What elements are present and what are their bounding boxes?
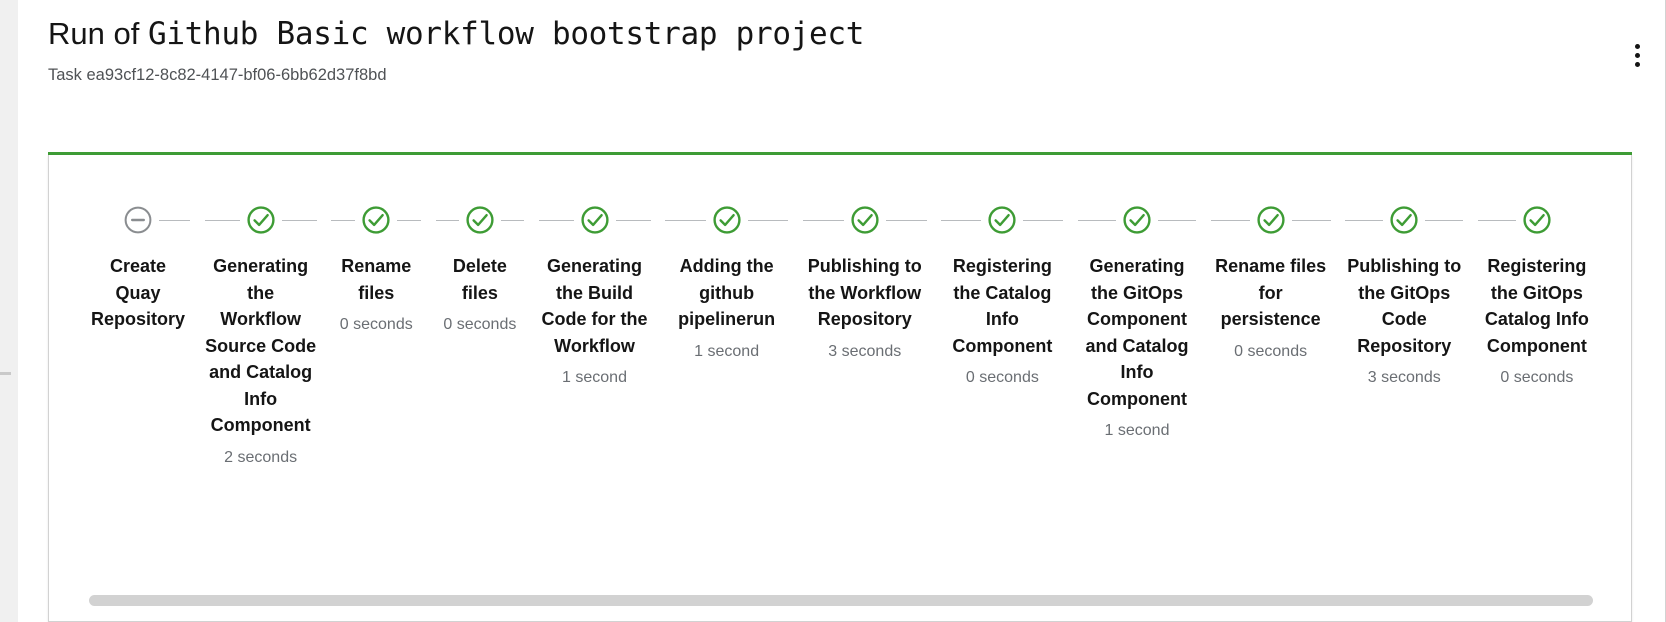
stepper-connector-left: [1345, 220, 1384, 221]
kebab-dot: [1634, 52, 1640, 58]
stepper-step[interactable]: Registering the Catalog Info Component 0 …: [941, 203, 1064, 392]
kebab-vertical-icon[interactable]: [1614, 32, 1660, 78]
stepper-step-duration: 2 seconds: [224, 448, 298, 466]
page-title: Run of Github Basic workflow bootstrap p…: [48, 14, 1608, 54]
horizontal-scrollbar-track[interactable]: [49, 587, 1631, 615]
page-title-prefix: Run of: [48, 16, 148, 51]
stepper-connector-left: [941, 220, 982, 221]
stepper-step-head: [435, 203, 524, 237]
stepper-connector-left: [1477, 220, 1516, 221]
stepper-step-head: [802, 203, 927, 237]
stepper-step-label: Rename files: [341, 256, 412, 303]
stepper-step-label: Generating the Workflow Source Code and …: [205, 256, 317, 435]
check-circle-icon[interactable]: [1254, 204, 1287, 236]
stepper-step-duration: 0 seconds: [1234, 342, 1308, 360]
stepper-step[interactable]: Rename files for persistence 0 seconds: [1210, 203, 1331, 365]
workflow-progress-card: Create Quay Repository Generating the Wor…: [48, 155, 1632, 622]
stepper-step-duration: 0 seconds: [339, 316, 413, 333]
left-gutter-strip: [0, 0, 18, 622]
stepper-step[interactable]: Delete files 0 seconds: [435, 203, 524, 339]
stepper-step[interactable]: Generating the Workflow Source Code and …: [204, 203, 317, 471]
check-circle-icon[interactable]: [244, 204, 277, 236]
check-circle-icon[interactable]: [1520, 204, 1553, 236]
stepper-step-label: Registering the Catalog Info Component: [952, 256, 1053, 356]
stepper-step-head: [665, 203, 789, 237]
stepper-connector-left: [204, 220, 240, 221]
stepper-step-duration: 3 seconds: [1367, 369, 1441, 386]
left-gutter-tick: [0, 372, 11, 375]
stepper-step-label: Publishing to the Workflow Repository: [807, 256, 922, 329]
check-circle-icon[interactable]: [578, 204, 611, 236]
check-circle-icon[interactable]: [710, 204, 743, 236]
stepper-connector-left: [331, 220, 356, 221]
stepper-connector-right: [500, 220, 524, 221]
stepper-step[interactable]: Adding the github pipelinerun 1 second: [665, 203, 789, 365]
minus-circle-icon[interactable]: [122, 204, 154, 236]
stepper-step-label: Rename files for persistence: [1215, 256, 1327, 329]
stepper-connector-right: [615, 220, 651, 221]
stepper-connector-right: [1023, 220, 1064, 221]
task-id-subtitle: Task ea93cf12-8c82-4147-bf06-6bb62d37f8b…: [48, 66, 387, 84]
stepper-connector-left: [435, 220, 459, 221]
stepper-step-label: Create Quay Repository: [90, 256, 186, 329]
kebab-dot: [1634, 61, 1640, 67]
check-circle-icon[interactable]: [1388, 204, 1421, 236]
stepper-step-head: [331, 203, 422, 237]
stepper-step-label: Publishing to the GitOps Code Repository: [1347, 256, 1462, 356]
stepper-step[interactable]: Registering the GitOps Catalog Info Comp…: [1477, 203, 1596, 392]
stepper-step-duration: 1 second: [1104, 422, 1170, 439]
page-header: Run of Github Basic workflow bootstrap p…: [48, 14, 1608, 86]
stepper-step-duration: 0 seconds: [965, 369, 1039, 386]
stepper-step[interactable]: Generating the GitOps Component and Cata…: [1078, 203, 1196, 445]
stepper-step-label: Generating the GitOps Component and Cata…: [1085, 256, 1189, 409]
stepper-step-label: Generating the Build Code for the Workfl…: [541, 256, 648, 356]
stepper-connector-right: [885, 220, 927, 221]
stepper-step-duration: 0 seconds: [443, 316, 517, 333]
stepper-connector-left: [538, 220, 574, 221]
stepper-connector-right: [1425, 220, 1464, 221]
stepper-step[interactable]: Rename files 0 seconds: [331, 203, 422, 339]
stepper-connector-right: [747, 220, 789, 221]
stepper-connector-right: [159, 220, 190, 221]
content-panel: Run of Github Basic workflow bootstrap p…: [18, 0, 1666, 622]
stepper-step[interactable]: Generating the Build Code for the Workfl…: [538, 203, 651, 392]
steps-viewport: Create Quay Repository Generating the Wor…: [49, 155, 1631, 575]
check-circle-icon[interactable]: [360, 204, 393, 236]
stepper-connector-left: [1210, 220, 1250, 221]
stepper-step-head: [1477, 203, 1596, 237]
stepper-step-head: [204, 203, 317, 237]
stepper-step-label: Adding the github pipelinerun: [678, 256, 776, 329]
stepper-step-head: [1078, 203, 1196, 237]
stepper-step[interactable]: Create Quay Repository: [86, 203, 190, 333]
stepper-connector-right: [1291, 220, 1331, 221]
stepper-step-duration: 3 seconds: [828, 342, 902, 360]
stepper-step-head: [538, 203, 651, 237]
stepper-step-head: [941, 203, 1064, 237]
check-circle-icon[interactable]: [463, 204, 496, 236]
stepper-connector-left: [802, 220, 844, 221]
horizontal-scrollbar-thumb[interactable]: [89, 595, 1593, 606]
stepper-step-label: Delete files: [452, 256, 507, 303]
stepper-connector-right: [281, 220, 317, 221]
stepper-step[interactable]: Publishing to the Workflow Repository 3 s…: [802, 203, 927, 365]
stepper-step-label: Registering the GitOps Catalog Info Comp…: [1484, 256, 1589, 356]
stepper-step[interactable]: Publishing to the GitOps Code Repository…: [1345, 203, 1464, 392]
stepper-connector-right: [397, 220, 422, 221]
stepper-step-duration: 1 second: [694, 342, 760, 360]
stepper-step-duration: 0 seconds: [1500, 369, 1574, 386]
progress-stepper: Create Quay Repository Generating the Wor…: [49, 203, 1631, 471]
kebab-dot: [1634, 43, 1640, 49]
card-success-accent-bar: [48, 152, 1632, 157]
check-circle-icon[interactable]: [1121, 204, 1153, 236]
stepper-step-duration: 1 second: [562, 369, 627, 386]
stepper-connector-left: [1078, 220, 1116, 221]
check-circle-icon[interactable]: [986, 204, 1019, 236]
check-circle-icon[interactable]: [848, 204, 881, 236]
stepper-connector-right: [1158, 220, 1196, 221]
page-title-workflow-name: Github Basic workflow bootstrap project: [147, 16, 865, 52]
stepper-connector-left: [665, 220, 706, 221]
stepper-step-head: [1345, 203, 1464, 237]
stepper-step-head: [86, 203, 190, 237]
stepper-step-head: [1210, 203, 1331, 237]
